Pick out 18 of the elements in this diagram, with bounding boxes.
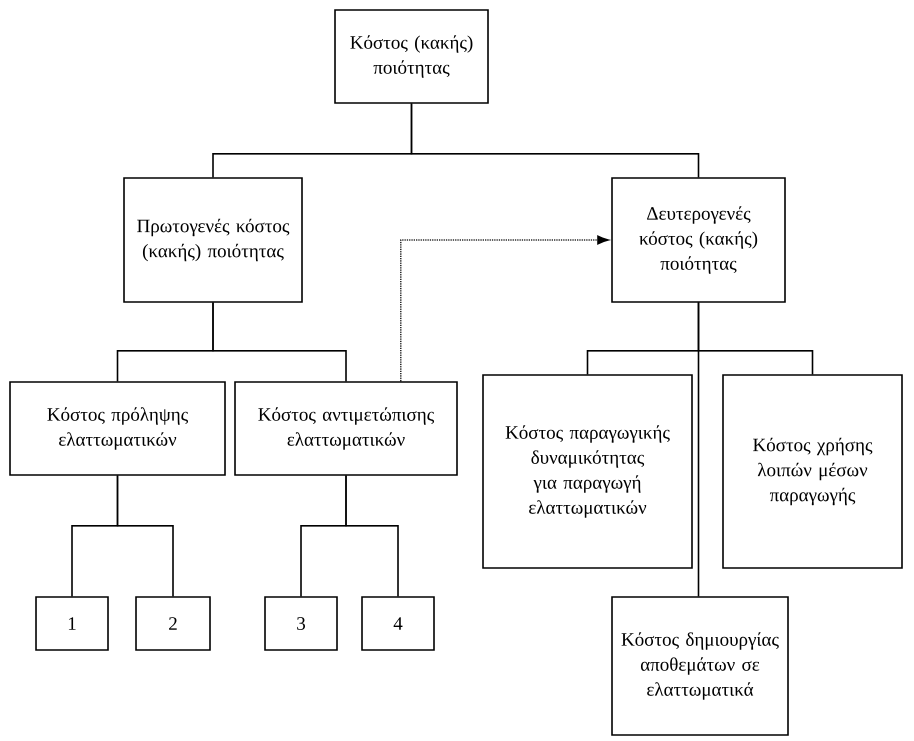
connector	[410, 104, 700, 178]
cost-box: 4	[361, 596, 435, 651]
cost-box: Κόστος αντιμετώπισης ελαττωματικών	[234, 381, 458, 476]
cost-box: Κόστος παραγωγικής δυναμικότητας για παραγωγή ελαττωματικών	[482, 374, 693, 569]
connector	[116, 476, 174, 596]
cost-box: Κόστος πρόληψης ελαττωματικών	[9, 381, 226, 476]
connector	[698, 302, 700, 596]
cost-box: Κόστος δημιουργίας αποθεμάτων σε ελαττωματικά	[611, 596, 789, 736]
connector	[345, 476, 399, 596]
cost-box: 2	[135, 596, 211, 651]
cost-box: Κόστος (κακής) ποιότητας	[334, 9, 489, 104]
cost-box: 1	[35, 596, 109, 651]
connector	[400, 235, 610, 382]
connector	[212, 302, 347, 382]
cost-box: Κόστος χρήσης λοιπών μέσων παραγωγής	[722, 374, 903, 569]
cost-box: Δευτερογενές κόστος (κακής) ποιότητας	[611, 177, 786, 303]
cost-box: Πρωτογενές κόστος (κακής) ποιότητας	[123, 177, 303, 303]
cost-box: 3	[264, 596, 338, 651]
